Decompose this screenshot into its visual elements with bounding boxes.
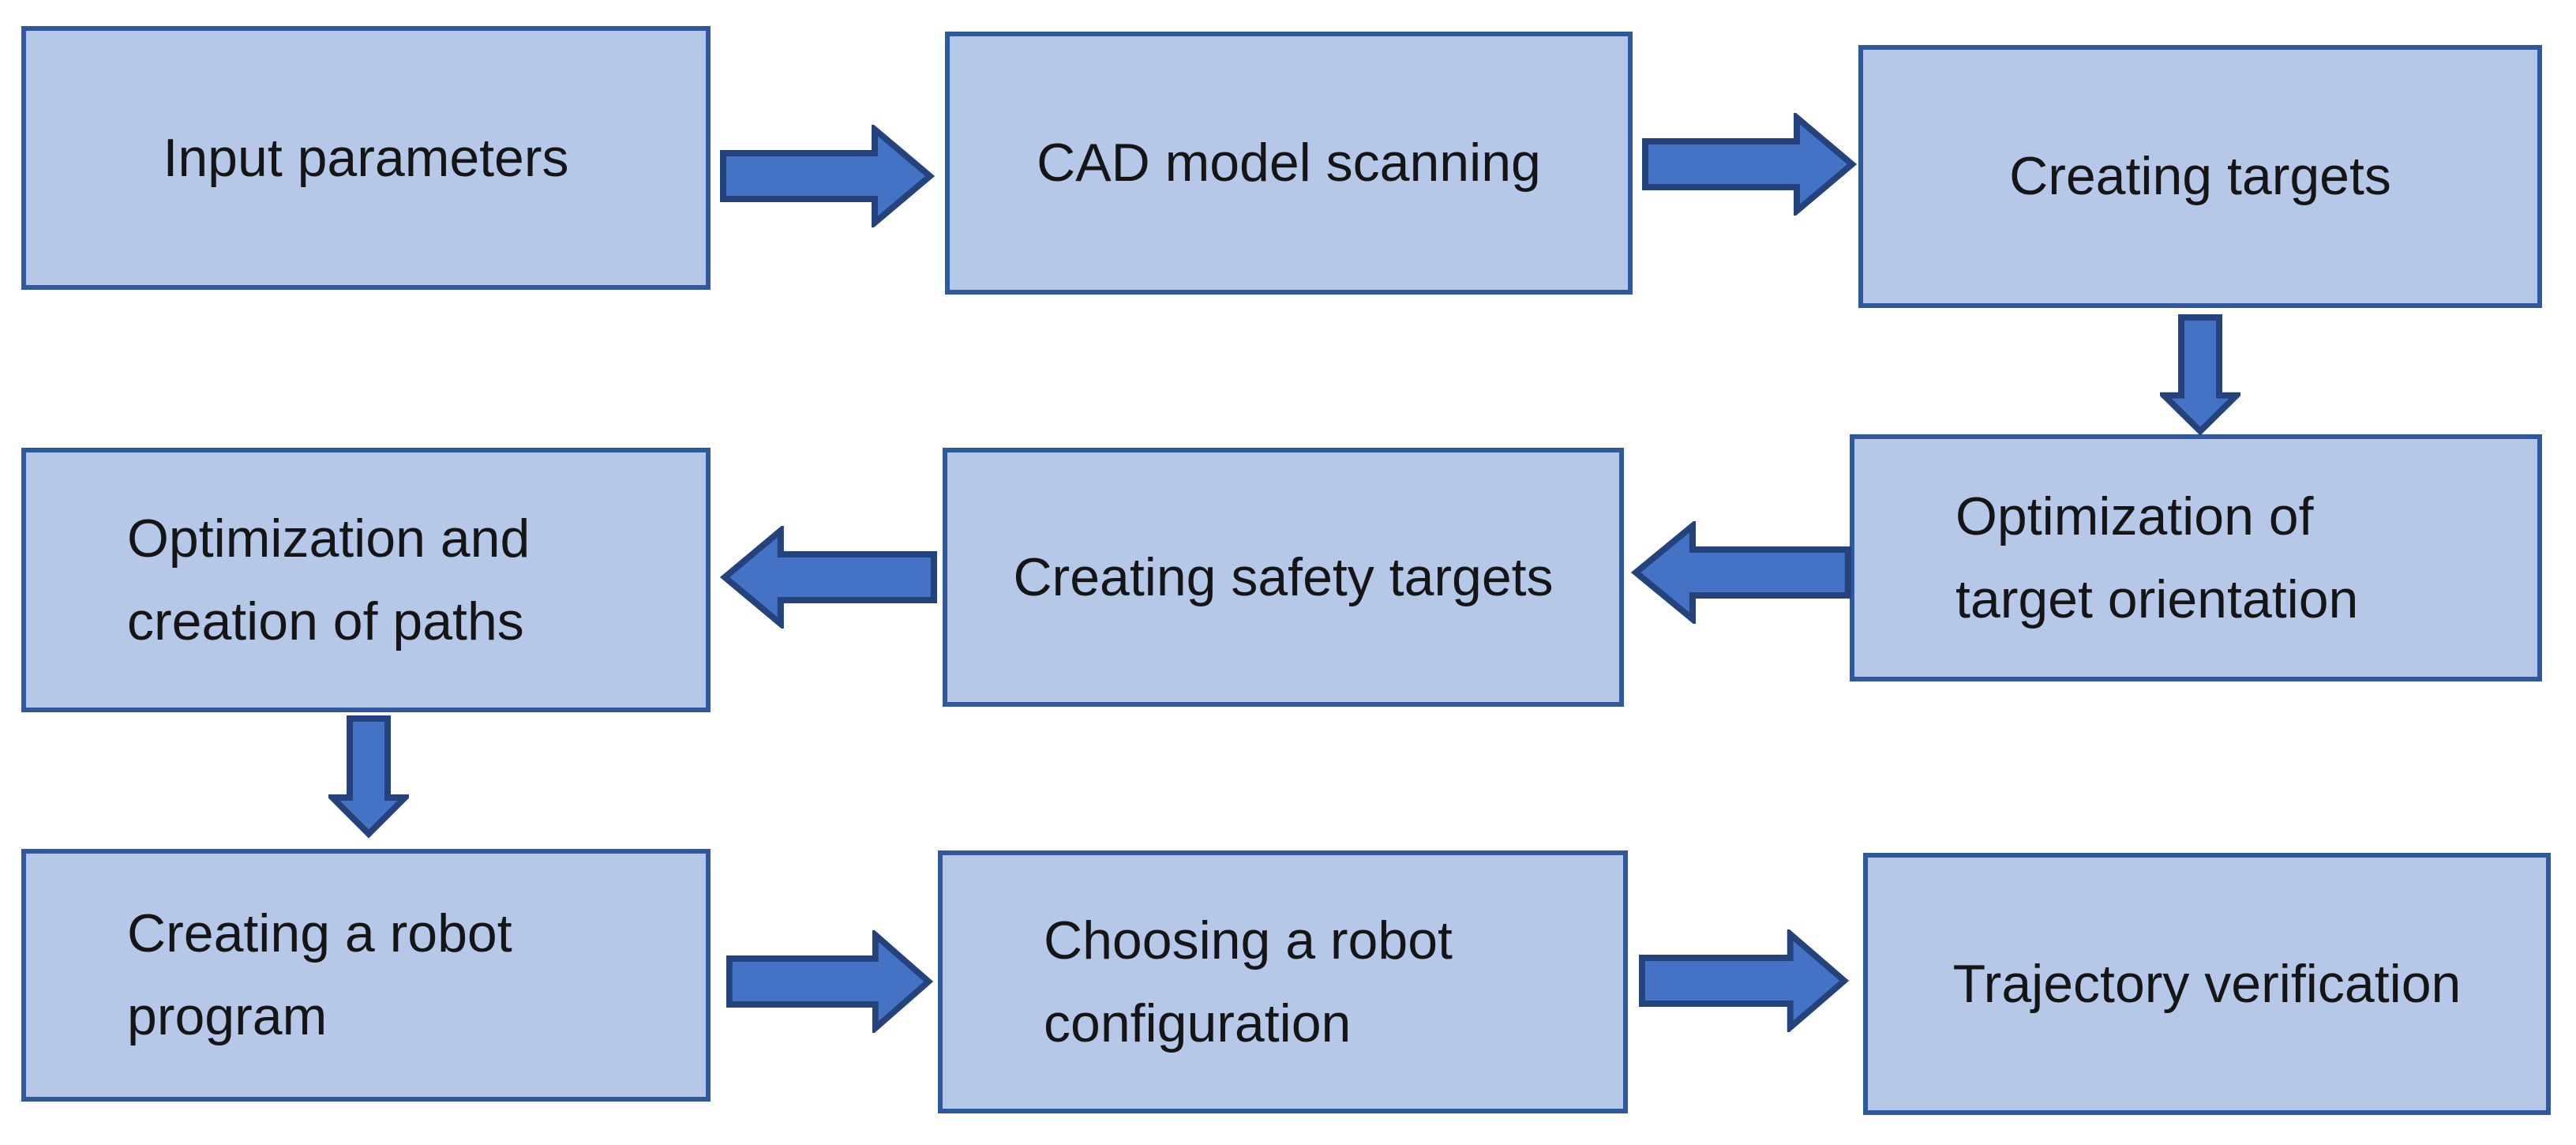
- flow-node-label: Creating targets: [2009, 146, 2391, 207]
- flow-node-label: CAD model scanning: [1037, 133, 1541, 193]
- flow-node-optimization-of-target-orientation: Optimization of target orientation: [1850, 434, 2542, 681]
- arrow-input-to-cad-icon: [720, 125, 935, 227]
- flow-node-label: Input parameters: [163, 127, 569, 188]
- flow-node-choosing-a-robot-configuration: Choosing a robot configuration: [938, 850, 1628, 1113]
- flow-node-creating-a-robot-program: Creating a robot program: [21, 849, 711, 1102]
- arrow-configuration-to-verification-icon: [1639, 929, 1849, 1032]
- flow-node-creating-targets: Creating targets: [1858, 45, 2542, 308]
- flow-node-trajectory-verification: Trajectory verification: [1863, 853, 2551, 1115]
- flow-node-input-parameters: Input parameters: [21, 26, 711, 290]
- arrow-program-to-configuration-icon: [726, 930, 933, 1033]
- flow-node-label: Optimization and creation of paths: [127, 508, 531, 651]
- flow-node-optimization-and-creation-of-paths: Optimization and creation of paths: [21, 448, 711, 712]
- arrow-orientation-to-safety-icon: [1631, 521, 1851, 624]
- flow-node-creating-safety-targets: Creating safety targets: [943, 448, 1624, 707]
- flow-node-label: Creating safety targets: [1013, 546, 1554, 607]
- flow-node-label: Trajectory verification: [1952, 953, 2462, 1014]
- flow-node-label: Choosing a robot configuration: [1044, 910, 1453, 1053]
- flow-node-label: Optimization of target orientation: [1955, 486, 2359, 629]
- flow-node-cad-model-scanning: CAD model scanning: [945, 32, 1633, 295]
- arrow-targets-to-orientation-icon: [2160, 314, 2240, 436]
- arrow-paths-to-program-icon: [328, 715, 409, 839]
- arrow-cad-to-targets-icon: [1642, 113, 1857, 216]
- flow-node-label: Creating a robot program: [127, 903, 512, 1046]
- arrow-safety-to-paths-icon: [720, 526, 937, 629]
